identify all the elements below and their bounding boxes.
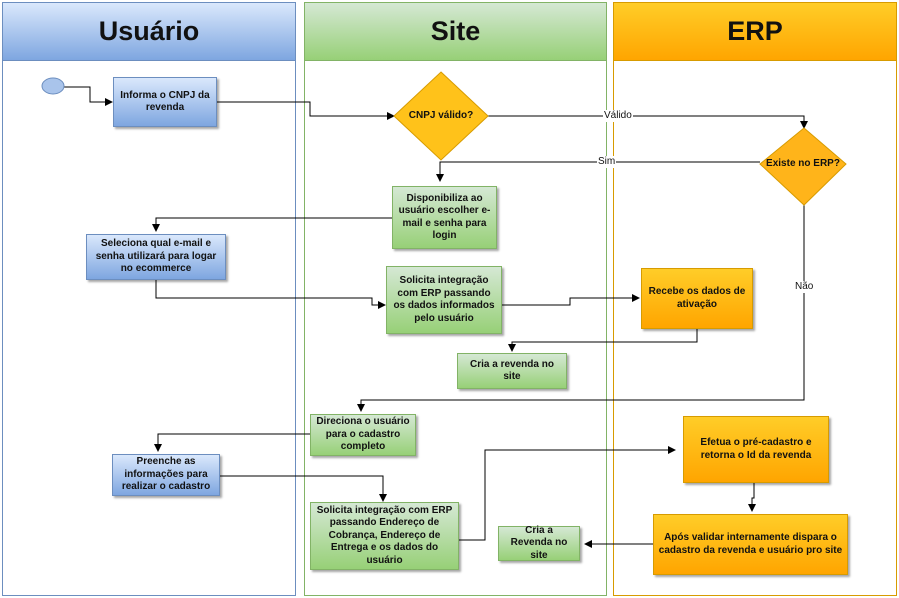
lane-erp: ERP (613, 2, 897, 596)
node-disponibiliza: Disponibiliza ao usuário escolher e-mail… (392, 186, 497, 249)
edge-disponibiliza-seleciona (152, 217, 392, 232)
decision-existe-erp (759, 127, 847, 206)
node-cria-revenda-1: Cria a revenda no site (457, 353, 567, 389)
edge-cnpj-existe (488, 115, 808, 129)
node-cria-revenda-2: Cria a Revenda no site (498, 525, 580, 561)
edge-efetua-apos (748, 483, 756, 512)
edge-seleciona-solicita1 (155, 280, 386, 309)
lane-site: Site (304, 2, 607, 596)
edge-existe-disponibiliza (436, 161, 760, 182)
lane-header-site: Site (305, 3, 606, 61)
decision-label-existe-erp: Existe no ERP? (766, 157, 840, 169)
decision-label-cnpj-valido: CNPJ válido? (408, 109, 474, 121)
edge-label-valido: Válido (603, 110, 633, 122)
node-apos-validar: Após validar internamente dispara o cada… (653, 514, 848, 575)
edge-label-sim: Sim (597, 156, 617, 168)
edge-label-nao: Não (794, 281, 815, 293)
edge-start-informa (64, 86, 113, 106)
lane-header-erp: ERP (614, 3, 896, 61)
edge-existe-direciona (357, 205, 805, 412)
node-solicita-integracao-1: Solicita integração com ERP passando os … (386, 266, 502, 334)
lane-usuario: Usuário (2, 2, 296, 596)
node-preenche: Preenche as informações para realizar o … (112, 454, 220, 496)
node-informa-cnpj: Informa o CNPJ da revenda (113, 77, 217, 127)
node-efetua-pre-cadastro: Efetua o pré-cadastro e retorna o Id da … (683, 416, 829, 483)
decision-cnpj-valido (393, 71, 489, 161)
edge-informa-cnpj (217, 101, 395, 120)
node-recebe-dados: Recebe os dados de ativação (641, 268, 753, 329)
start-node (41, 77, 65, 95)
edge-solicita1-recebe (502, 294, 640, 306)
node-seleciona-email: Seleciona qual e-mail e senha utilizará … (86, 234, 226, 280)
node-solicita-integracao-2: Solicita integração com ERP passando End… (310, 502, 459, 570)
edge-preenche-solicita2 (220, 475, 387, 502)
edge-solicita2-efetua (459, 446, 676, 541)
edge-recebe-cria1 (508, 329, 698, 352)
edge-direciona-preenche (154, 433, 310, 452)
node-direciona: Direciona o usuário para o cadastro comp… (310, 414, 416, 456)
lane-header-usuario: Usuário (3, 3, 295, 61)
